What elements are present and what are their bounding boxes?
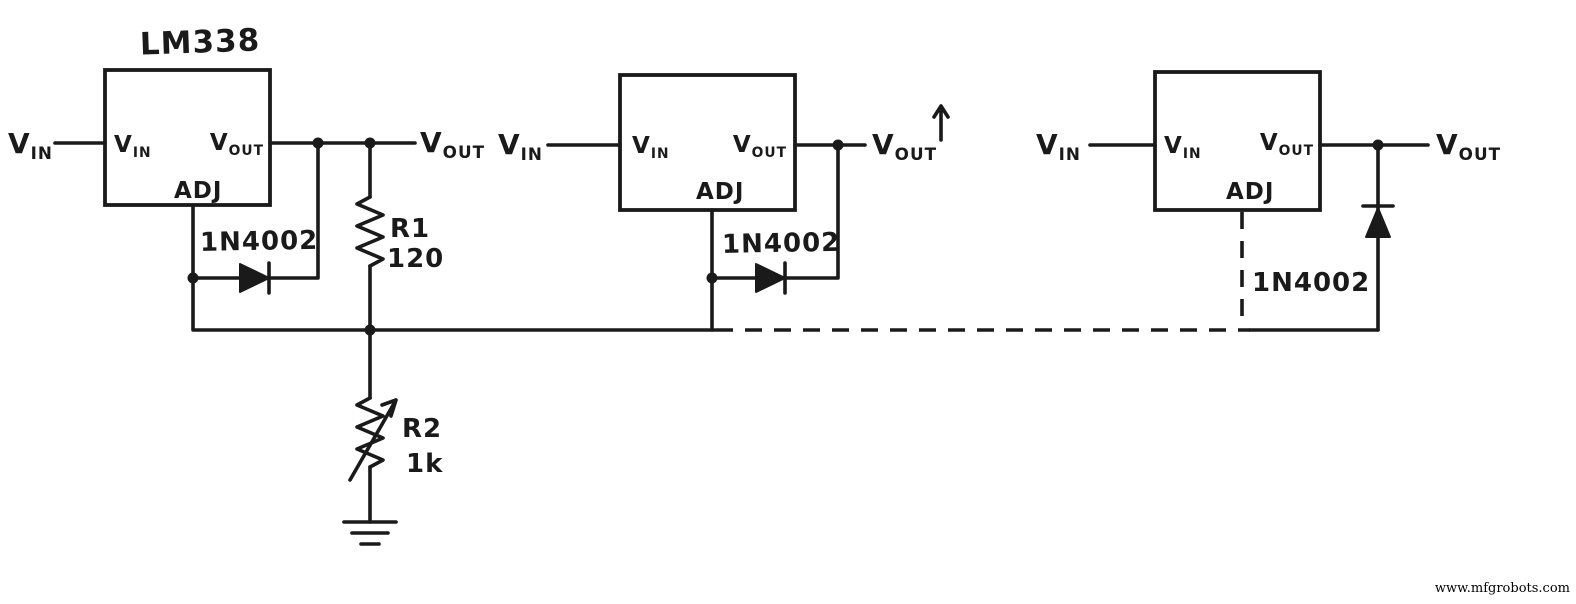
label-sub: IN — [521, 144, 543, 164]
potentiometer-icon-r2 — [355, 396, 385, 469]
chip-box — [1153, 70, 1322, 212]
diode-triangle — [239, 263, 270, 293]
label-main: V — [872, 128, 895, 161]
label-sub: OUT — [1279, 143, 1314, 159]
label-sub: IN — [651, 146, 670, 162]
output-node-label: VOUT — [1436, 128, 1501, 164]
potentiometer-arrow-icon — [348, 398, 398, 482]
label-main: V — [1436, 128, 1459, 161]
input-node-label: VIN — [1036, 128, 1081, 164]
diode-label: 1N4002 — [200, 226, 319, 258]
output-node-label: VOUT — [420, 126, 485, 162]
r1-value-label: 120 — [387, 244, 444, 274]
ground-icon — [342, 520, 398, 546]
r1-name-label: R1 — [390, 214, 430, 244]
diode-icon — [1361, 204, 1395, 238]
diode-icon — [239, 261, 271, 295]
pin-label-vin: VIN — [632, 133, 670, 162]
label-main: V — [210, 130, 229, 156]
diode-triangle — [755, 263, 786, 293]
pin-label-vout: VOUT — [733, 132, 787, 161]
label-main: V — [8, 127, 31, 160]
label-main: V — [114, 132, 133, 158]
label-sub: IN — [1059, 144, 1081, 164]
junction-dot — [364, 137, 376, 149]
regulator-circuit-right: VIN VOUT ADJ VIN VOUT 1N4002 — [1036, 70, 1501, 332]
label-sub: OUT — [752, 145, 787, 161]
diode-label: 1N4002 — [722, 228, 841, 260]
label-sub: OUT — [229, 143, 264, 159]
junction-dot — [706, 272, 718, 284]
regulator-circuit-middle: VIN VOUT ADJ VIN VOUT 1N4002 — [498, 73, 950, 332]
chip-title: LM338 — [139, 22, 260, 62]
label-main: V — [498, 128, 521, 161]
chip-box — [618, 73, 797, 212]
resistor-icon-r1 — [355, 195, 385, 268]
label-sub: IN — [31, 143, 53, 163]
diode-triangle — [1365, 207, 1391, 238]
pin-label-adj: ADJ — [174, 178, 222, 204]
input-node-label: VIN — [8, 127, 53, 163]
junction-dot — [1372, 139, 1384, 151]
input-node-label: VIN — [498, 128, 543, 164]
label-sub: IN — [133, 145, 152, 161]
wires — [53, 141, 717, 524]
junction-dot — [312, 137, 324, 149]
watermark: www.mfgrobots.com — [1435, 581, 1570, 596]
label-sub: OUT — [895, 144, 937, 164]
junction-dot — [364, 324, 376, 336]
pin-label-adj: ADJ — [1226, 179, 1274, 205]
label-sub: OUT — [1459, 144, 1501, 164]
regulator-circuit-left: LM338 VIN VOUT ADJ — [8, 22, 717, 546]
wires — [546, 143, 867, 332]
diode-icon — [755, 261, 787, 295]
label-sub: OUT — [443, 142, 485, 162]
chip-box — [103, 68, 272, 207]
junction-dot — [187, 272, 199, 284]
r2-name-label: R2 — [402, 414, 442, 444]
pin-label-vin: VIN — [114, 132, 152, 161]
label-main: V — [420, 126, 443, 159]
pin-label-vout: VOUT — [1260, 130, 1314, 159]
label-main: V — [1036, 128, 1059, 161]
pin-label-adj: ADJ — [696, 179, 744, 205]
label-main: V — [1164, 133, 1183, 159]
label-main: V — [1260, 130, 1279, 156]
label-main: V — [632, 133, 651, 159]
junction-dot — [832, 139, 844, 151]
pin-label-vout: VOUT — [210, 130, 264, 159]
pin-label-vin: VIN — [1164, 133, 1202, 162]
output-node-label: VOUT — [872, 128, 937, 164]
r2-value-label: 1k — [406, 449, 443, 479]
up-arrow-icon — [932, 104, 950, 142]
diode-label: 1N4002 — [1252, 268, 1370, 298]
label-main: V — [733, 132, 752, 158]
label-sub: IN — [1183, 146, 1202, 162]
